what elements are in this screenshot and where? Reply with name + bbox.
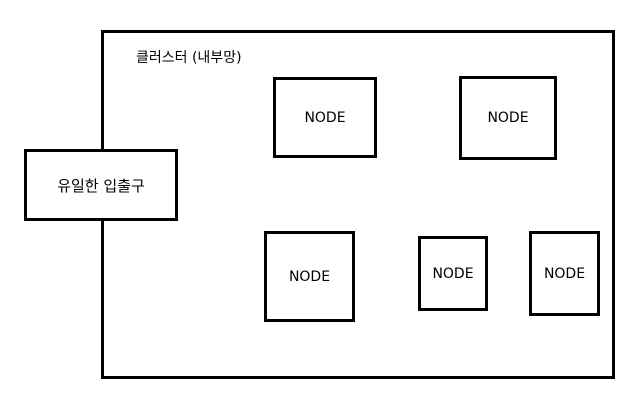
node-label-3: NODE xyxy=(288,268,331,285)
node-label-2: NODE xyxy=(487,110,529,126)
node-box-5: NODE xyxy=(529,231,600,316)
node-box-4: NODE xyxy=(418,236,488,311)
node-box-1: NODE xyxy=(273,77,377,158)
cluster-label: 클러스터 (내부망) xyxy=(136,50,242,66)
gateway-box: 유일한 입출구 xyxy=(24,149,178,221)
node-label-5: NODE xyxy=(543,265,586,282)
node-label-4: NODE xyxy=(432,265,474,282)
node-label-1: NODE xyxy=(304,109,346,126)
node-box-2: NODE xyxy=(459,76,557,160)
node-box-3: NODE xyxy=(264,231,355,322)
gateway-label: 유일한 입출구 xyxy=(57,176,145,195)
